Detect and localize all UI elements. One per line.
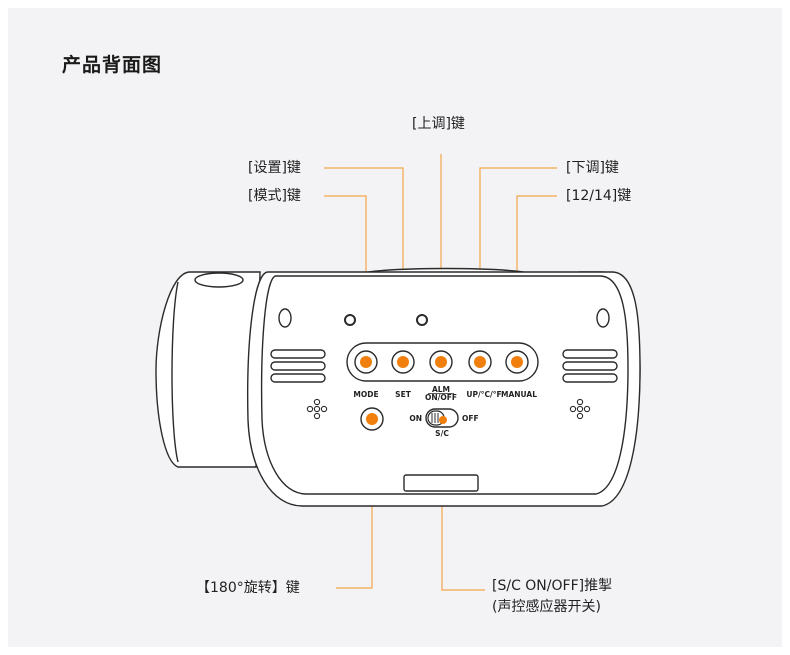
device-label-manual: MANUAL [501,390,537,399]
button-mode[interactable] [354,350,378,374]
sc-switch[interactable] [425,408,459,428]
switch-label-on: ON [409,414,422,423]
switch-label-sc: S/C [435,429,449,438]
button-rotate[interactable] [360,407,384,431]
button-set[interactable] [391,350,415,374]
oval-hole-left [278,308,292,328]
projector-lens [194,272,244,288]
button-down[interactable] [468,350,492,374]
round-hole-2 [416,314,428,326]
vent-left [270,349,326,383]
device-label-mode: MODE [353,390,378,399]
back-panel-inner [260,275,629,495]
projector-cylinder [155,271,261,468]
callout-rotate-key: 【180°旋转】键 [196,580,300,596]
callout-manual-key: [12/14]键 [566,188,632,204]
device-label-set: SET [395,390,412,399]
speaker-right [569,398,591,420]
switch-label-off: OFF [462,414,479,423]
device-label-alm-onoff: ON/OFF [425,393,457,402]
bottom-slot [403,474,479,492]
round-hole-1 [344,314,356,326]
callout-set-key: [设置]键 [248,160,301,176]
vent-right [562,349,618,383]
callout-sc-switch: [S/C ON/OFF]推掣 [492,578,613,594]
clock-body [155,267,641,507]
button-manual[interactable] [505,350,529,374]
callout-mode-key: [模式]键 [248,188,301,204]
device-label-alm: ALM [432,385,450,394]
callout-sc-switch-desc: (声控感应器开关) [492,599,601,615]
device-label-up: UP/°C/°F [466,390,501,399]
callout-down-key: [下调]键 [566,160,619,176]
callout-up-key: [上调]键 [412,116,465,132]
oval-hole-right [596,308,610,328]
page-title: 产品背面图 [62,54,163,76]
button-up[interactable] [429,350,453,374]
cylinder-edge [171,281,179,463]
mounting-holes [278,308,610,328]
speaker-left [306,398,328,420]
